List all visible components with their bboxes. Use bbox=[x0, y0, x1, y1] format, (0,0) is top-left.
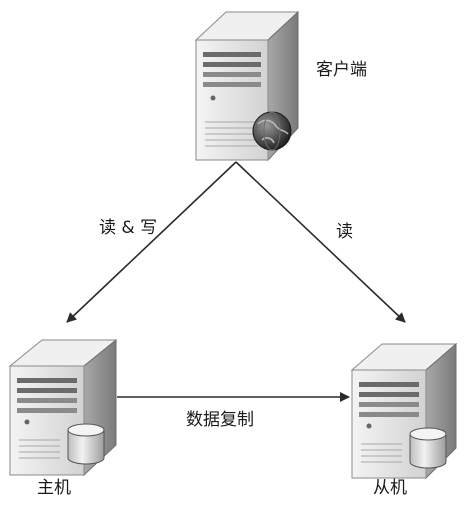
client-label: 客户端 bbox=[316, 60, 367, 80]
master-label: 主机 bbox=[37, 478, 71, 498]
database-icon bbox=[67, 423, 105, 465]
arrow-client-to-master bbox=[66, 161, 237, 323]
replication-label: 数据复制 bbox=[186, 410, 254, 430]
arrow-client-to-slave bbox=[235, 161, 406, 323]
database-icon bbox=[409, 427, 447, 469]
read-label: 读 bbox=[336, 222, 353, 242]
slave-label: 从机 bbox=[373, 478, 407, 498]
globe-icon bbox=[252, 111, 292, 151]
read-write-label: 读 & 写 bbox=[99, 218, 158, 238]
